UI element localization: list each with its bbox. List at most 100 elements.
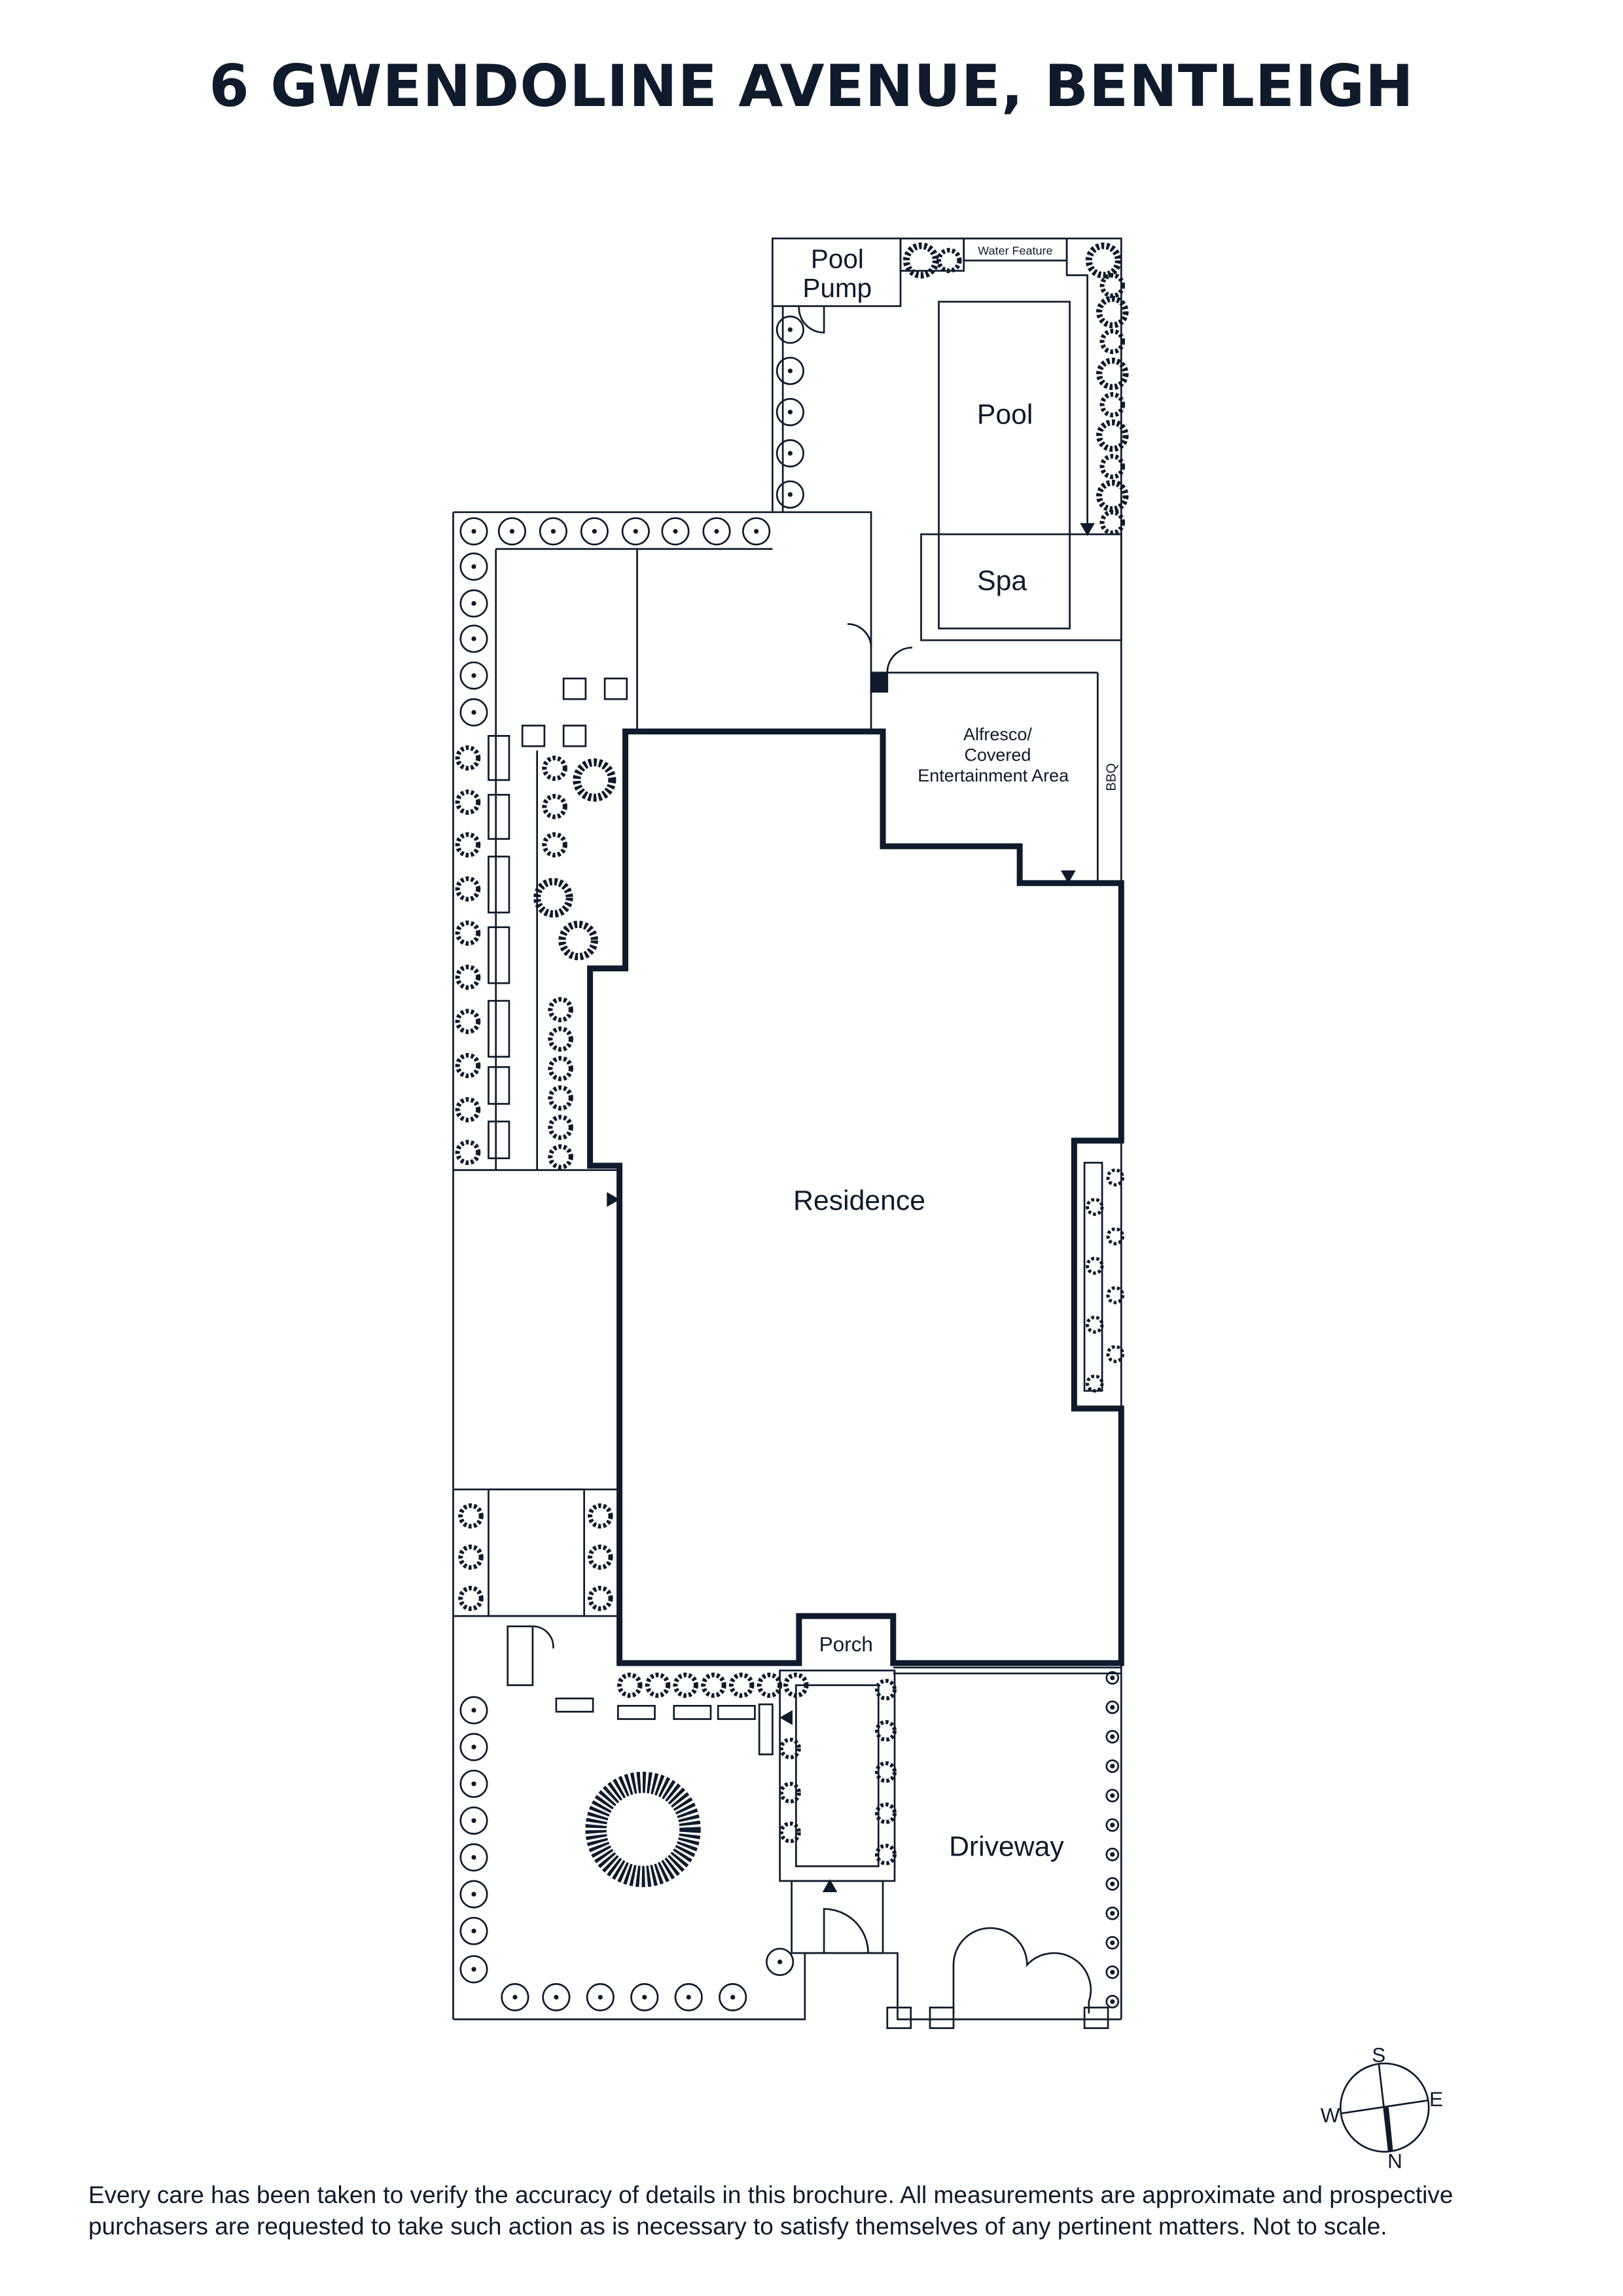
shrub-icon — [542, 1982, 571, 2012]
shrub-icon — [1105, 1818, 1120, 1832]
tree-icon — [1106, 1168, 1125, 1187]
tree-icon — [455, 920, 481, 946]
tree-icon — [542, 794, 567, 819]
shrub-icon — [459, 1732, 488, 1761]
spa-label: Spa — [977, 565, 1027, 597]
disclaimer-line: Every care has been taken to verify the … — [88, 2181, 1454, 2208]
driveway-label: Driveway — [949, 1831, 1064, 1863]
tree-icon — [875, 1802, 897, 1824]
compass-n: N — [1387, 2149, 1402, 2172]
bbq-label: BBQ — [1104, 763, 1118, 791]
pool-pump-label: Pool — [811, 243, 864, 274]
alfresco-label: Entertainment Area — [918, 766, 1069, 785]
tree-icon — [588, 1544, 613, 1570]
tree-icon — [617, 1672, 643, 1698]
shrub-icon — [776, 315, 804, 344]
door-swing — [798, 306, 825, 334]
disclaimer: Every care has been taken to verify the … — [88, 2179, 1561, 2242]
tree-icon — [455, 964, 481, 990]
tree-icon — [783, 1672, 809, 1698]
tree-icon — [558, 920, 598, 961]
tree-icon — [458, 1544, 484, 1570]
pool-pump-room — [772, 237, 902, 308]
page-title: 6 GWENDOLINE AVENUE, BENTLEIGH — [209, 52, 1414, 120]
tree-icon — [455, 1009, 481, 1034]
shrub-icon — [1105, 1759, 1120, 1773]
tree-icon — [548, 1085, 573, 1111]
shrub-icon — [1105, 1700, 1120, 1714]
shrub-icon — [742, 517, 771, 546]
tree-icon — [1106, 1345, 1125, 1363]
shrub-icon — [719, 1982, 747, 2012]
tree-icon — [1096, 357, 1129, 390]
tree-icon — [1086, 1374, 1104, 1393]
tree-icon — [673, 1672, 699, 1698]
shrub-icon — [674, 1982, 703, 2012]
tree-icon — [548, 997, 573, 1022]
spa-deck — [920, 533, 1122, 641]
tree-icon — [728, 1672, 755, 1698]
residence-label: Residence — [793, 1185, 925, 1216]
tree-icon — [645, 1672, 671, 1698]
shrub-icon — [459, 1955, 488, 1984]
garden-beds — [488, 735, 510, 1160]
tree-icon — [455, 1097, 481, 1122]
tree-icon — [1099, 392, 1126, 418]
alfresco-label: Alfresco/ — [963, 725, 1032, 744]
shrub-icon — [501, 1982, 529, 2012]
tree-icon — [455, 745, 481, 771]
shrub-icon — [1105, 1965, 1120, 1979]
shrub-icon — [1105, 1789, 1120, 1803]
tree-icon — [875, 1719, 897, 1742]
tree-icon — [1096, 295, 1129, 329]
tree-icon — [588, 1503, 613, 1529]
compass-w: W — [1321, 2104, 1340, 2127]
shrub-icon — [1105, 1848, 1120, 1861]
tree-icon — [1099, 454, 1126, 480]
shrub-icon — [459, 624, 488, 653]
tree-icon — [1086, 1316, 1104, 1334]
tree-icon — [455, 1139, 481, 1166]
shrub-icon — [621, 517, 650, 546]
tree-icon — [588, 1585, 613, 1611]
shrub-icon — [459, 1696, 488, 1725]
pool-area: Pool Pump Water Feature Pool Spa — [772, 237, 1122, 2020]
tree-icon — [936, 247, 962, 274]
tree-icon — [1099, 510, 1126, 535]
shrub-icon — [776, 398, 804, 427]
tree-icon — [779, 1737, 801, 1760]
pool — [938, 300, 1071, 630]
shrub-icon — [459, 1769, 488, 1799]
porch-label: Porch — [819, 1633, 873, 1656]
shrub-icon — [459, 661, 488, 690]
compass-e: E — [1429, 2088, 1443, 2111]
pool-label: Pool — [977, 399, 1033, 431]
tree-icon — [542, 832, 567, 858]
shrub-icon — [776, 480, 804, 509]
shrub-icon — [539, 517, 567, 546]
shrub-icon — [702, 517, 731, 546]
shrub-icon — [1105, 1906, 1120, 1920]
tree-icon — [875, 1679, 897, 1701]
tree-icon — [548, 1144, 573, 1170]
shrub-icon — [580, 517, 609, 546]
shrub-icon — [1105, 1730, 1120, 1744]
pool-pump-label: Pump — [802, 273, 872, 303]
tree-icon — [1096, 480, 1129, 512]
compass: S N E W — [1321, 2043, 1443, 2172]
shrub-icon — [586, 1982, 615, 2012]
tree-icon — [1086, 1257, 1104, 1275]
shrub-icon — [661, 517, 690, 546]
tree-icon — [573, 758, 616, 802]
tree-icon — [542, 755, 567, 781]
tree-icon — [533, 878, 573, 918]
tree-icon — [1106, 1227, 1125, 1246]
tree-icon — [548, 1115, 573, 1140]
tree-icon — [1085, 242, 1122, 279]
alfresco-label: Covered — [964, 745, 1031, 765]
tree-icon — [757, 1672, 783, 1698]
water-feature-label: Water Feature — [978, 244, 1052, 257]
tree-icon — [455, 832, 481, 858]
tree-icon — [875, 1761, 897, 1783]
